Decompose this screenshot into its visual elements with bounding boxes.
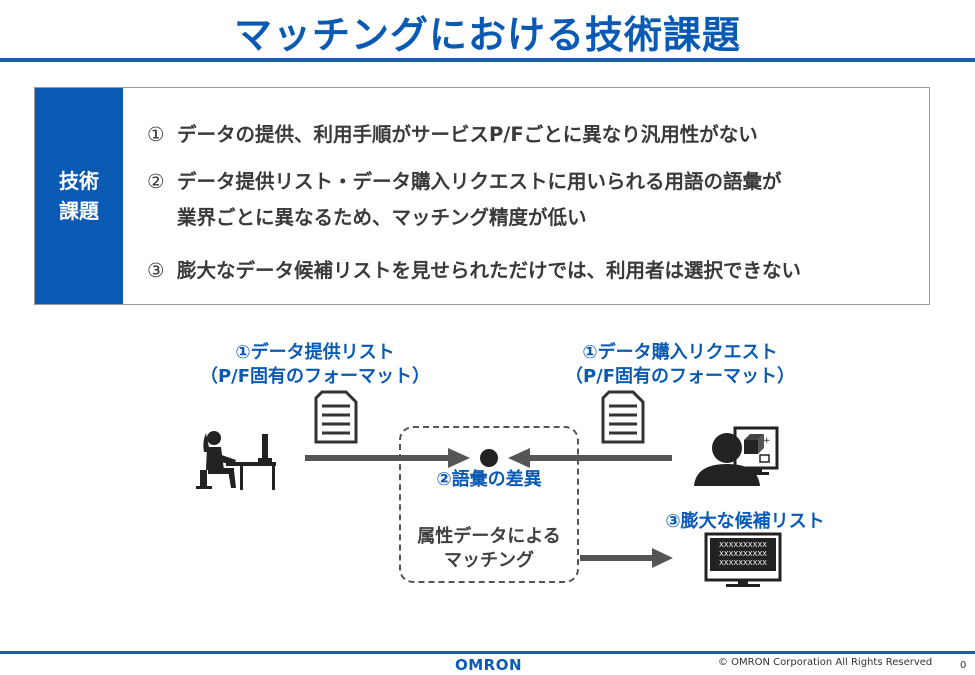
- svg-text:+: +: [763, 436, 771, 446]
- screen-row-1: XXXXXXXXXX: [719, 541, 767, 549]
- provider-list-label: ①データ提供リスト （P/F固有のフォーマット）: [180, 341, 450, 389]
- person-at-desk-icon: [196, 431, 276, 490]
- document-icon: [314, 390, 358, 444]
- user-with-monitor-icon: +: [694, 426, 779, 486]
- issue-text-continued: 業界ごとに異なるため、マッチング精度が低い: [177, 206, 587, 229]
- output-arrow: [580, 548, 673, 568]
- page-title: マッチングにおける技術課題: [233, 13, 741, 57]
- issues-box: 技術 課題 ① データの提供、利用手順がサービスP/Fごとに異なり汎用性がない ②…: [34, 87, 930, 305]
- issues-label-line2: 課題: [59, 199, 99, 223]
- matching-point-dot: [480, 449, 498, 467]
- issue-item-3: ③ 膨大なデータ候補リストを見せられただけでは、利用者は選択できない: [147, 254, 801, 283]
- screen-row-2: XXXXXXXXXX: [719, 550, 767, 558]
- request-arrow: [508, 448, 672, 468]
- document-icon: [601, 390, 645, 444]
- omron-logo: OMRON: [455, 656, 523, 674]
- candidate-list-label: ③膨大な候補リスト: [665, 511, 825, 532]
- attribute-matching-label: 属性データによる マッチング: [399, 525, 579, 573]
- title-underline: [0, 58, 975, 62]
- issue-text: データ提供リスト・データ購入リクエストに用いられる用語の語彙が: [177, 170, 782, 193]
- issue-text: データの提供、利用手順がサービスP/Fごとに異なり汎用性がない: [177, 123, 758, 146]
- provider-label-line1: ①データ提供リスト: [235, 342, 395, 363]
- page-number: 0: [960, 660, 967, 671]
- matching-label-line1: 属性データによる: [417, 526, 561, 547]
- matching-label-line2: マッチング: [444, 550, 534, 571]
- issue-item-2: ② データ提供リスト・データ購入リクエストに用いられる用語の語彙が 業界ごとに異な…: [147, 165, 782, 230]
- purchase-request-label: ①データ購入リクエスト （P/F固有のフォーマット）: [545, 341, 815, 389]
- matching-dashed-box: [399, 426, 579, 583]
- issue-number: ②: [147, 170, 165, 193]
- screen-row-3: XXXXXXXXXX: [719, 559, 767, 567]
- provider-arrow: [305, 448, 470, 468]
- buyer-label-line2: （P/F固有のフォーマット）: [564, 366, 796, 387]
- provider-label-line2: （P/F固有のフォーマット）: [199, 366, 431, 387]
- buyer-label-line1: ①データ購入リクエスト: [582, 342, 778, 363]
- copyright-text: © OMRON Corporation All Rights Reserved: [718, 657, 933, 668]
- issue-item-1: ① データの提供、利用手順がサービスP/Fごとに異なり汎用性がない: [147, 118, 758, 147]
- monitor-icon: [704, 532, 782, 587]
- footer-line: [0, 651, 975, 654]
- vocab-difference-label: ②語彙の差異: [436, 469, 542, 490]
- issue-number: ③: [147, 259, 165, 282]
- issues-label-line1: 技術: [59, 169, 99, 193]
- issue-text: 膨大なデータ候補リストを見せられただけでは、利用者は選択できない: [177, 259, 802, 282]
- issue-number: ①: [147, 123, 165, 146]
- issues-box-label: 技術 課題: [35, 88, 123, 304]
